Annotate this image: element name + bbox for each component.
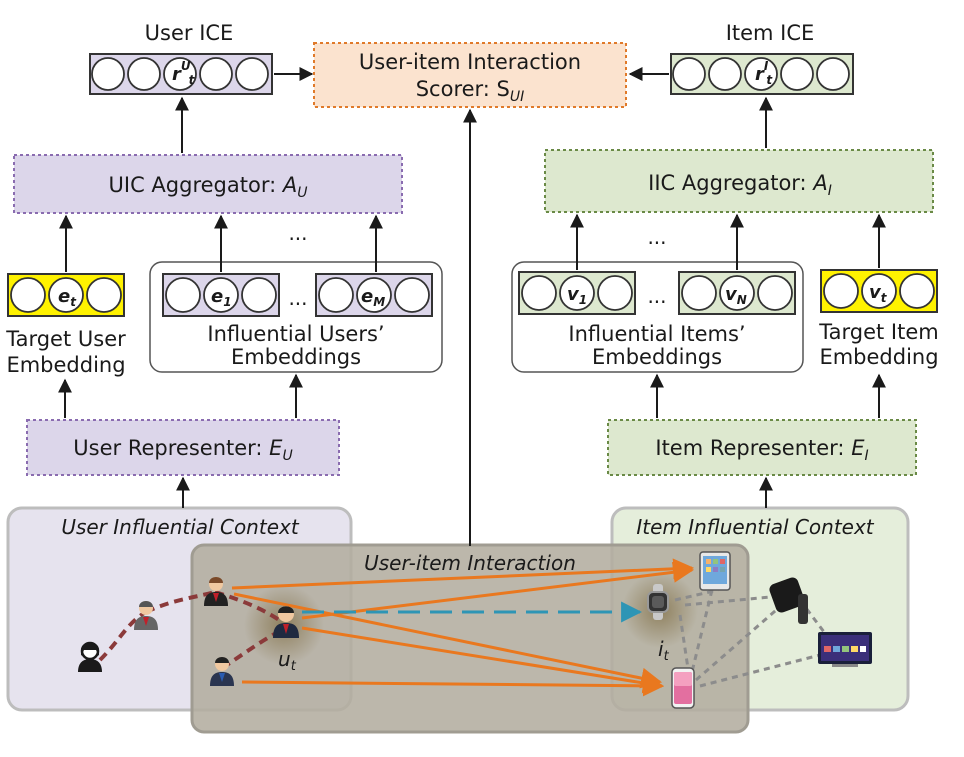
user-person-icon xyxy=(210,657,234,686)
iic-aggregator-label: IIC Aggregator: AI xyxy=(648,171,832,199)
smartphone-icon xyxy=(671,667,695,709)
user-aggregator-ellipsis: ... xyxy=(288,221,307,245)
influential-item-embedding-first-cells xyxy=(521,275,633,311)
target-item-embedding-label-line1: Target Item xyxy=(818,320,938,344)
influential-user-first-symbol: e1 xyxy=(211,286,232,309)
item-relation-edge xyxy=(798,599,832,641)
user-ice-cells xyxy=(91,57,269,91)
user-representer-label: User Representer: EU xyxy=(73,436,292,464)
user-person-icon xyxy=(204,577,228,606)
target-user-embedding-cells xyxy=(10,277,122,313)
interaction-edge xyxy=(231,558,695,590)
tablet-icon xyxy=(699,551,731,591)
interaction-edge xyxy=(301,626,665,694)
item-relation-edge xyxy=(699,653,821,688)
scorer-label-line2: Scorer: SUI xyxy=(416,77,525,105)
target-user-person-icon xyxy=(273,606,299,638)
influential-items-label-line2: Embeddings xyxy=(592,345,722,369)
user-item-interaction-title: User-item Interaction xyxy=(364,551,576,575)
user-person-icon xyxy=(78,641,102,672)
influential-user-last-symbol: eM xyxy=(361,286,385,309)
item-relation-edge xyxy=(688,589,714,681)
item-representer-label: Item Representer: EI xyxy=(655,436,868,464)
uic-aggregator-label: UIC Aggregator: AU xyxy=(109,173,308,201)
interaction-scorer-box xyxy=(313,42,627,108)
uic-aggregator-box xyxy=(13,154,403,214)
item-influential-context-title: Item Influential Context xyxy=(636,515,874,539)
social-edge xyxy=(214,590,284,624)
influential-items-label-line1: Influential Items’ xyxy=(568,322,745,346)
interaction-edge xyxy=(233,592,663,689)
interaction-edge xyxy=(241,675,665,697)
item-relation-edge xyxy=(695,596,791,682)
influential-items-ellipsis: ... xyxy=(647,284,666,308)
target-item-embedding-symbol: vt xyxy=(869,282,888,305)
target-user-embedding-label-line1: Target User xyxy=(5,327,126,351)
influential-users-ellipsis: ... xyxy=(288,286,307,310)
user-representer-box xyxy=(26,419,340,476)
target-item-embedding-label-line2: Embedding xyxy=(819,345,938,369)
influential-user-embedding-first-cells xyxy=(165,277,277,313)
target-user-node-label: ut xyxy=(278,647,297,674)
social-edge xyxy=(145,590,216,614)
target-user-embedding-symbol: et xyxy=(58,286,77,309)
influential-user-embedding-last-cells xyxy=(318,277,430,313)
television-icon xyxy=(818,632,872,667)
flow-arrows xyxy=(58,67,886,546)
influential-item-last-symbol: vN xyxy=(725,284,747,307)
interaction-edge xyxy=(301,561,695,620)
target-item-node-label: it xyxy=(658,637,670,664)
iic-aggregator-box xyxy=(544,149,934,213)
scorer-label-line1: User-item Interaction xyxy=(359,50,581,74)
target-item-embedding-cells xyxy=(823,273,935,309)
user-ice-title: User ICE xyxy=(145,21,234,45)
target-user-embedding-label-line2: Embedding xyxy=(6,353,125,377)
influential-users-label-line1: Influential Users’ xyxy=(207,322,384,346)
item-ice-title: Item ICE xyxy=(726,21,815,45)
user-person-icon xyxy=(134,601,158,630)
user-influential-context-title: User Influential Context xyxy=(61,515,300,539)
tv-box-icon xyxy=(769,577,808,624)
item-representer-box xyxy=(607,419,917,476)
item-aggregator-ellipsis: ... xyxy=(647,225,666,249)
influential-item-first-symbol: v1 xyxy=(567,284,587,307)
social-edge xyxy=(98,610,148,662)
influential-item-embedding-last-cells xyxy=(681,275,793,311)
item-ice-cells xyxy=(672,57,850,91)
influential-users-label-line2: Embeddings xyxy=(231,345,361,369)
smartwatch-icon xyxy=(647,584,669,620)
